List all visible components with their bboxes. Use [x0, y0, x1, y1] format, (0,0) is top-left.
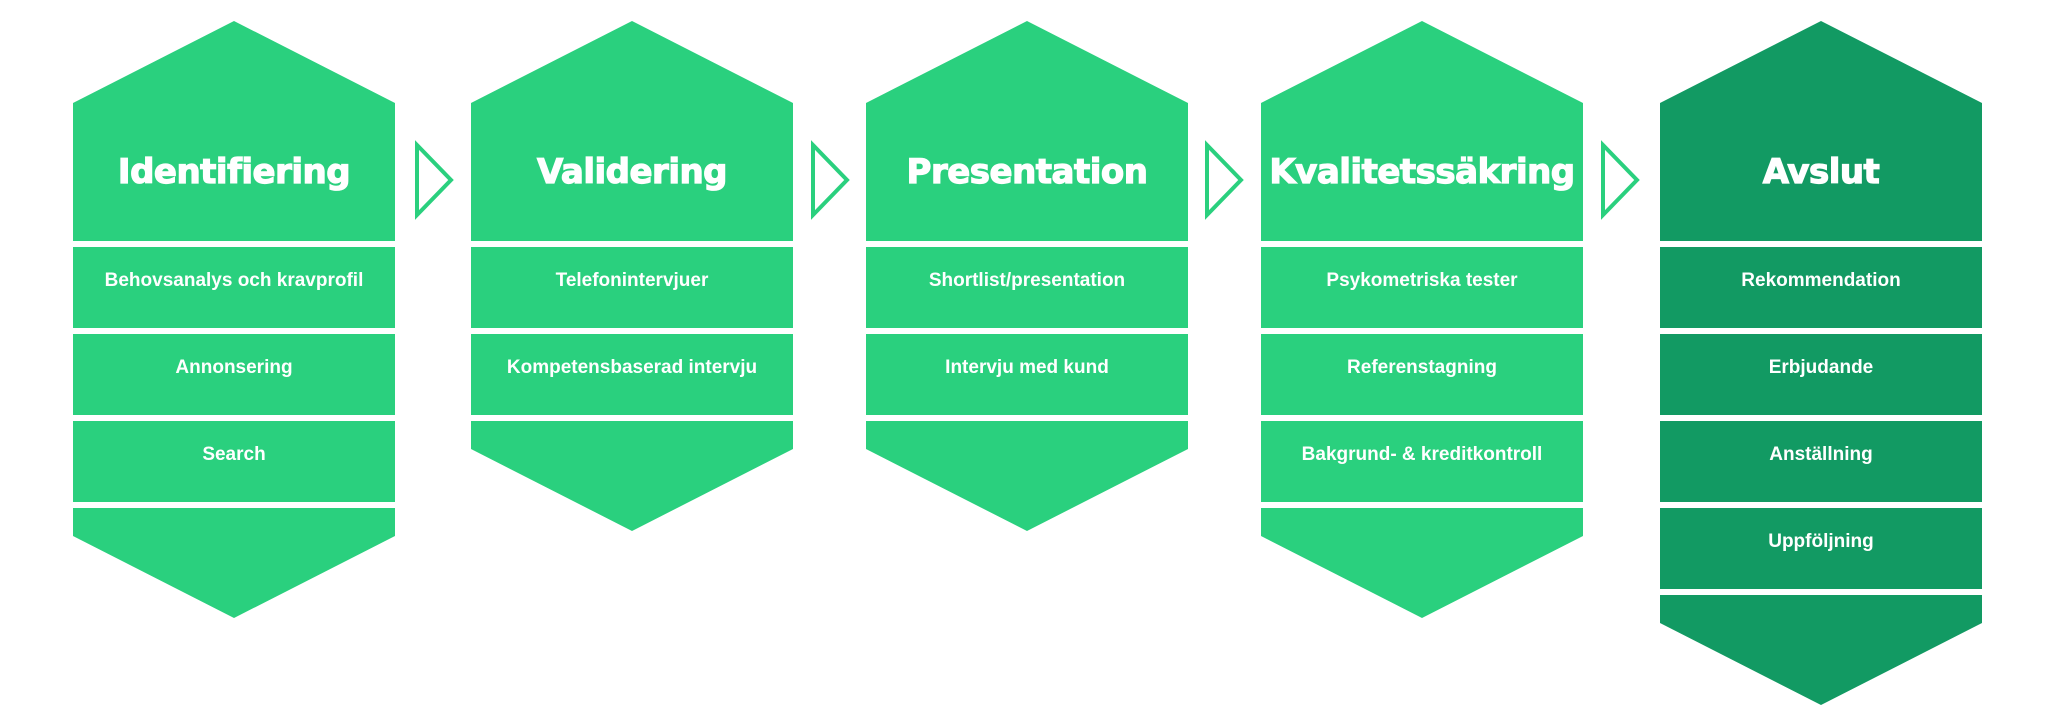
stage-step: Referenstagning [1261, 334, 1583, 415]
stage-step: Erbjudande [1660, 334, 1982, 415]
arrow-right-outline-icon [1205, 140, 1245, 220]
arrow-right-outline-icon [1601, 140, 1641, 220]
stage-chevron-tail [471, 421, 793, 531]
stage-chevron-tail [1660, 595, 1982, 705]
arrow-triangle-outline [415, 140, 454, 220]
stage-step-label: Intervju med kund [945, 356, 1109, 378]
stage-chevron-tail [1261, 508, 1583, 618]
stage-step: Annonsering [73, 334, 395, 415]
arrow-triangle-outline [811, 140, 850, 220]
stage-step-label: Behovsanalys och kravprofil [104, 269, 364, 291]
stage-step-label: Rekommendation [1741, 269, 1901, 291]
stage-header: Kvalitetssäkring [1261, 21, 1583, 241]
arrow-triangle-outline [1205, 140, 1244, 220]
stage-step: Rekommendation [1660, 247, 1982, 328]
stage-step: Anställning [1660, 421, 1982, 502]
stage-chevron-tail [866, 421, 1188, 531]
stage-step: Search [73, 421, 395, 502]
stage-step: Uppföljning [1660, 508, 1982, 589]
stage-step: Shortlist/presentation [866, 247, 1188, 328]
stage-step-label: Search [202, 443, 266, 465]
stage-step-label: Shortlist/presentation [928, 269, 1126, 291]
stage-header: Presentation [866, 21, 1188, 241]
stage-chevron-tail [73, 508, 395, 618]
stage-header: Identifiering [73, 21, 395, 241]
stage-step: Kompetensbaserad intervju [471, 334, 793, 415]
stage-title: Kvalitetssäkring [1269, 151, 1576, 192]
stage-step-label: Psykometriska tester [1326, 269, 1518, 291]
stage-title: Identifiering [117, 151, 351, 192]
stage-title: Presentation [906, 151, 1149, 192]
stage-step-label: Telefonintervjuer [555, 269, 709, 291]
stage-title: Avslut [1762, 151, 1880, 192]
arrow-triangle-outline [1601, 140, 1640, 220]
stage-header: Avslut [1660, 21, 1982, 241]
stage-step: Intervju med kund [866, 334, 1188, 415]
stage-step: Telefonintervjuer [471, 247, 793, 328]
stage-step: Bakgrund- & kreditkontroll [1261, 421, 1583, 502]
stage-step-label: Referenstagning [1347, 356, 1497, 378]
stage-step-label: Annonsering [175, 356, 293, 378]
stage-step-label: Erbjudande [1768, 356, 1874, 378]
stage-header: Validering [471, 21, 793, 241]
stage-step-label: Bakgrund- & kreditkontroll [1301, 443, 1543, 465]
stage-step-label: Kompetensbaserad intervju [506, 356, 758, 378]
stage-title: Validering [536, 151, 728, 192]
stage-step: Psykometriska tester [1261, 247, 1583, 328]
arrow-right-outline-icon [811, 140, 851, 220]
stage-step: Behovsanalys och kravprofil [73, 247, 395, 328]
arrow-right-outline-icon [415, 140, 455, 220]
stage-step-label: Uppföljning [1768, 530, 1874, 552]
stage-step-label: Anställning [1769, 443, 1873, 465]
